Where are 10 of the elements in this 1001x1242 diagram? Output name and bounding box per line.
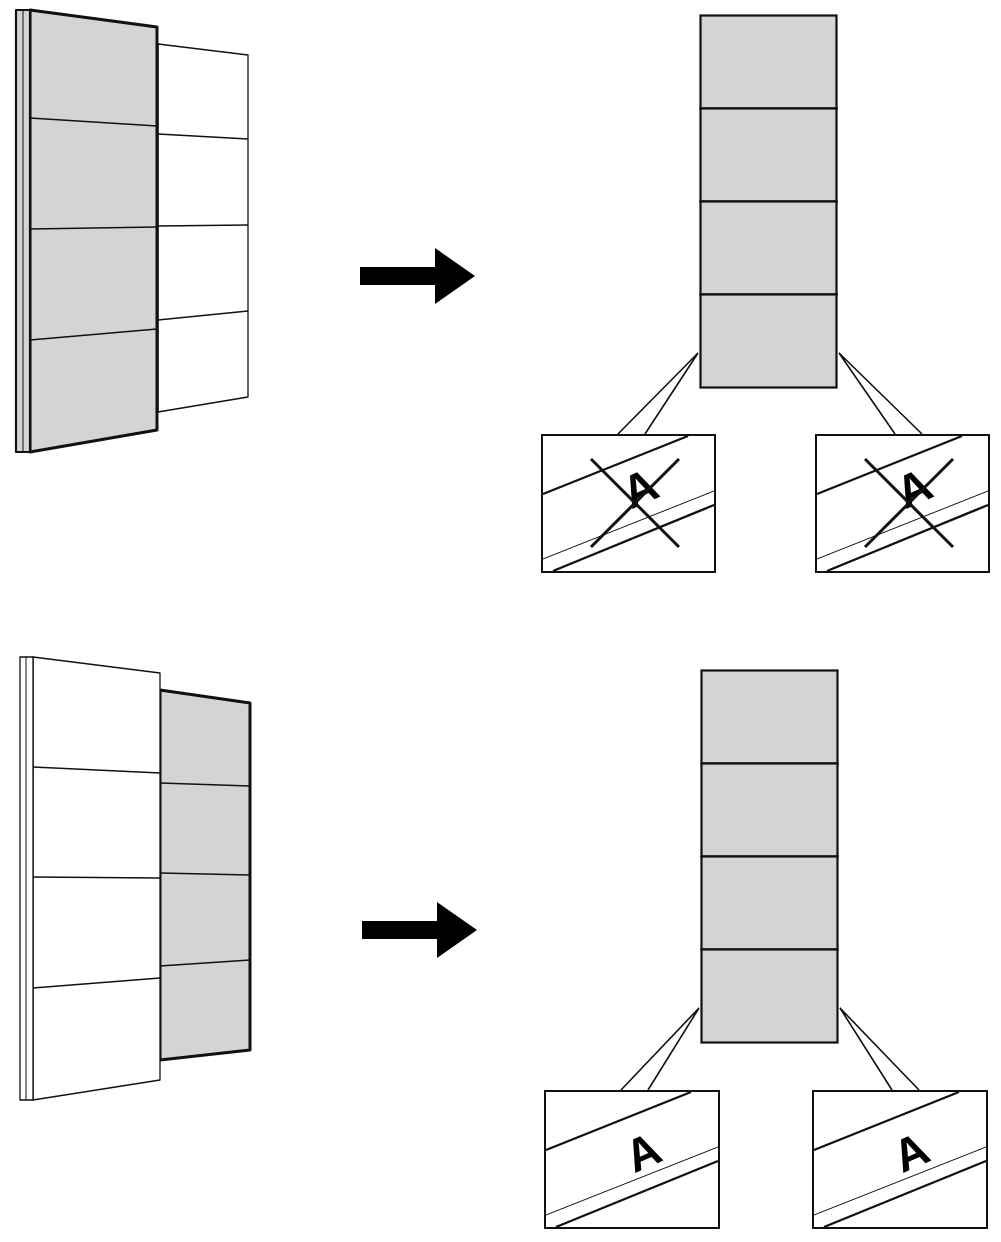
sliding-doors-drawing xyxy=(16,655,254,1103)
door-panel-drawing xyxy=(700,669,839,1044)
callout-pointer xyxy=(838,352,923,435)
sliding-doors-drawing xyxy=(12,8,252,456)
callout-pointer xyxy=(839,1007,920,1091)
callout-pointer xyxy=(620,1007,700,1091)
callout-pointer xyxy=(617,352,699,435)
door-panel-drawing xyxy=(699,14,838,389)
marking-letter: A xyxy=(618,1124,668,1180)
marking-letter: A xyxy=(886,1124,936,1180)
